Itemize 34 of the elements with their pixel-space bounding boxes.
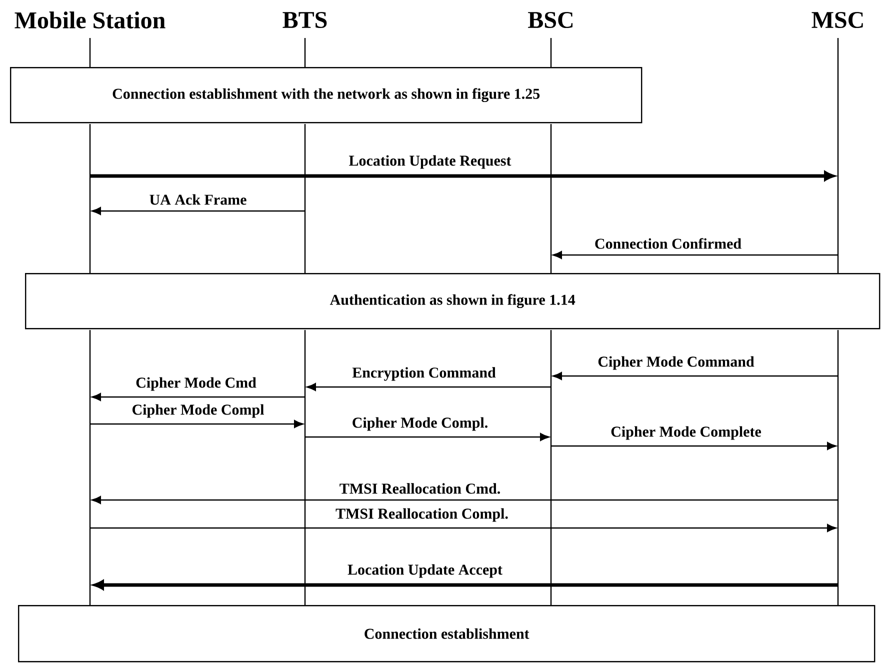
lifeline [89, 37, 91, 606]
edge-label: TMSI Reallocation Compl. [334, 507, 510, 523]
lifeline-header: Mobile Station [14, 12, 166, 28]
message-arrow [92, 207, 305, 215]
lifeline [304, 37, 306, 606]
message-arrow [552, 372, 838, 380]
message-arrow [90, 420, 304, 428]
edge-label: Encryption Command [351, 366, 497, 382]
lifeline-header: BTS [282, 12, 327, 28]
edge-label: Location Update Request [348, 154, 512, 170]
message-arrow [92, 392, 305, 401]
process-box: Authentication as shown in figure 1.14 [25, 273, 880, 330]
message-arrow [551, 442, 836, 450]
edge-label: Cipher Mode Compl. [350, 416, 490, 432]
edge-label: Location Update Accept [346, 563, 504, 579]
lifeline [550, 37, 552, 606]
edge-label: Cipher Mode Cmd [134, 376, 258, 392]
edge-label: Cipher Mode Complete [610, 425, 762, 441]
message-arrow [90, 524, 836, 532]
edge-label: Cipher Mode Command [596, 355, 756, 371]
edge-label: Connection Confirmed [593, 237, 743, 250]
process-box: Connection establishment with the network as shown in figure 1.25 [10, 67, 642, 124]
message-arrow [92, 496, 838, 504]
edge-label: UA Ack Frame [148, 193, 248, 206]
edge-label: Cipher Mode Compl [130, 403, 266, 419]
message-arrow [552, 251, 838, 259]
message-arrow [305, 432, 550, 441]
message-arrow [306, 382, 551, 391]
process-box: Connection establishment [18, 605, 876, 662]
edge-label: TMSI Reallocation Cmd. [338, 482, 502, 495]
lifeline-header: BSC [528, 12, 572, 28]
message-arrow [90, 171, 834, 181]
lifeline [837, 37, 839, 606]
message-arrow [94, 580, 838, 590]
